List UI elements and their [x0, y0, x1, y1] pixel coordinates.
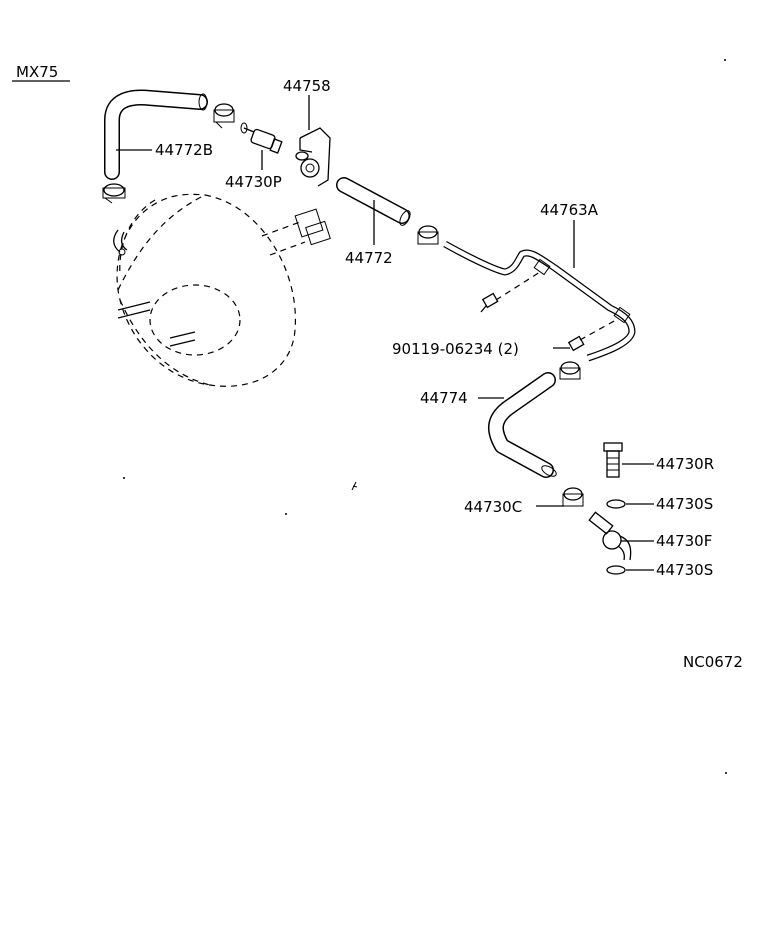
bolt-90119-b [567, 335, 585, 352]
label-44730p: 44730P [225, 173, 282, 191]
clamp-upper [213, 103, 235, 129]
label-44730c: 44730C [464, 498, 522, 516]
label-44730r: 44730R [656, 455, 714, 473]
clamp-lower-left [102, 183, 126, 204]
label-44772: 44772 [345, 249, 393, 267]
label-44772b: 44772B [155, 141, 213, 159]
check-valve-44730p [240, 122, 283, 154]
gasket-44730s-1 [606, 499, 626, 509]
label-44730f: 44730F [656, 532, 712, 550]
union-bolt-44730r [603, 442, 623, 478]
label-44758: 44758 [283, 77, 331, 95]
label-44774: 44774 [420, 389, 468, 407]
hose-44772 [336, 177, 411, 226]
gasket-44730s-2 [606, 565, 626, 575]
label-44730s-1: 44730S [656, 495, 713, 513]
hose-44772b [104, 89, 208, 180]
bolt-90119-a [480, 292, 499, 313]
bolt-line-2 [579, 319, 617, 341]
label-44763a: 44763A [540, 201, 599, 219]
union-fitting-44730f [588, 511, 632, 561]
brake-booster [113, 193, 331, 387]
pipe-44763a [443, 240, 636, 362]
hose-44774 [488, 372, 557, 478]
clamp-44774-top [559, 361, 581, 380]
model-label: MX75 [16, 63, 58, 81]
clamp-44772 [417, 225, 439, 245]
clamp-44730c [562, 487, 584, 507]
bolt-line-1 [495, 271, 541, 301]
diagram-code: NC0672 [683, 653, 743, 671]
label-90119: 90119-06234 (2) [392, 340, 519, 358]
label-44730s-2: 44730S [656, 561, 713, 579]
bracket-44758 [295, 127, 331, 187]
